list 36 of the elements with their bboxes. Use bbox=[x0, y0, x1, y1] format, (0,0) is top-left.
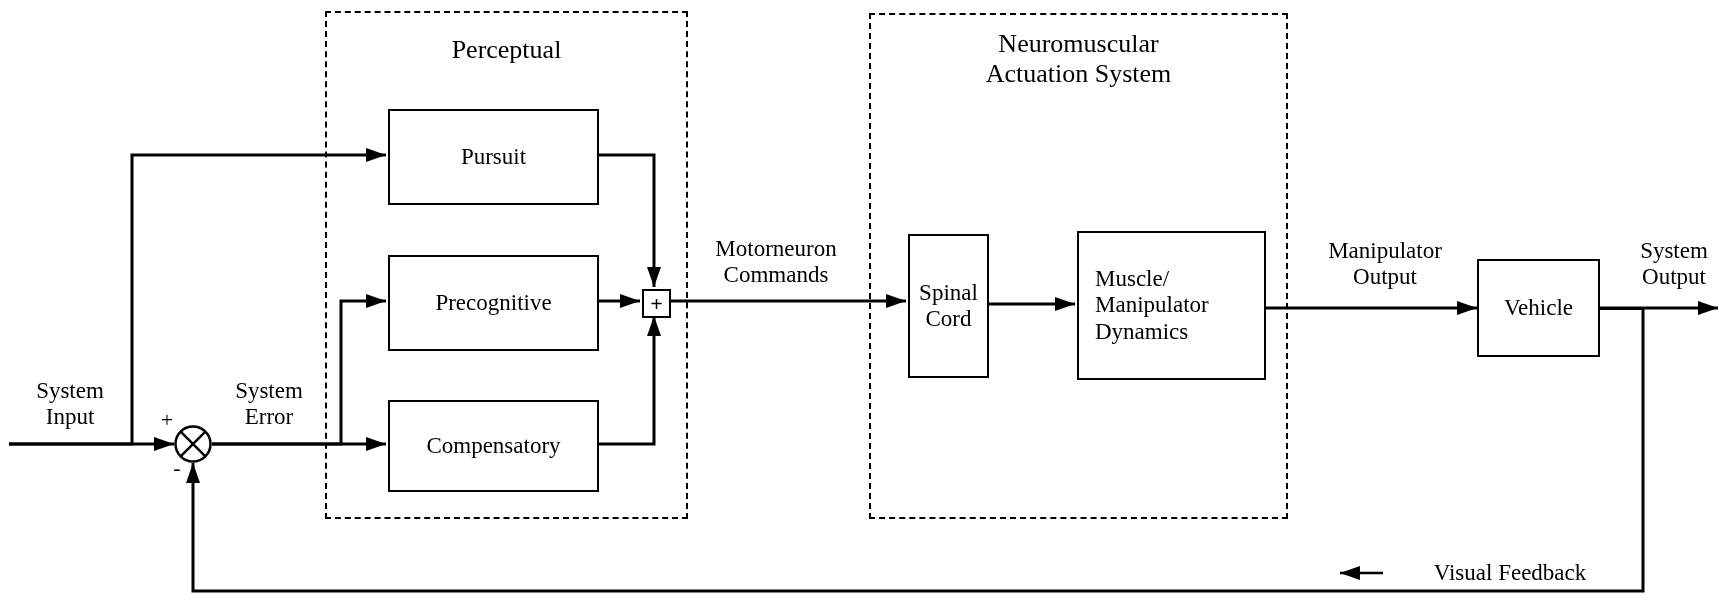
arrow bbox=[987, 297, 1075, 311]
edge-label: Motorneuron Commands bbox=[714, 235, 838, 289]
sign-label: - bbox=[173, 455, 181, 481]
block bbox=[388, 109, 599, 205]
arrow bbox=[9, 148, 386, 446]
group-title: Perceptual bbox=[450, 35, 563, 65]
block bbox=[388, 255, 599, 351]
arrow bbox=[212, 294, 386, 446]
dashed-group bbox=[869, 13, 1288, 519]
arrow bbox=[597, 294, 640, 308]
group-title: Neuromuscular Actuation System bbox=[984, 29, 1173, 89]
arrow bbox=[597, 316, 661, 446]
arrow bbox=[669, 294, 906, 308]
block-label: Pursuit bbox=[460, 143, 527, 171]
block bbox=[1077, 231, 1266, 380]
summing-box bbox=[642, 289, 671, 318]
edge-label: System Input bbox=[35, 377, 105, 431]
block-label: Spinal Cord bbox=[918, 279, 979, 333]
dashed-group bbox=[325, 11, 688, 519]
block bbox=[388, 400, 599, 492]
edge-label: System Output bbox=[1639, 237, 1709, 291]
summing-junction bbox=[174, 425, 212, 463]
block bbox=[1477, 259, 1600, 357]
block-label: Precognitive bbox=[435, 289, 552, 317]
arrow bbox=[186, 307, 1645, 593]
sign-label: + bbox=[160, 407, 174, 433]
block-label: Vehicle bbox=[1504, 294, 1573, 322]
edge-label: System Error bbox=[234, 377, 304, 431]
block bbox=[908, 234, 989, 378]
arrow bbox=[1264, 301, 1477, 315]
block-label: Muscle/ Manipulator Dynamics bbox=[1095, 265, 1210, 346]
edge-label: Visual Feedback bbox=[1433, 559, 1587, 587]
plus-sign: + bbox=[650, 292, 663, 315]
block-label: Compensatory bbox=[426, 432, 561, 460]
edge-label: Manipulator Output bbox=[1327, 237, 1443, 291]
arrow bbox=[597, 153, 661, 287]
